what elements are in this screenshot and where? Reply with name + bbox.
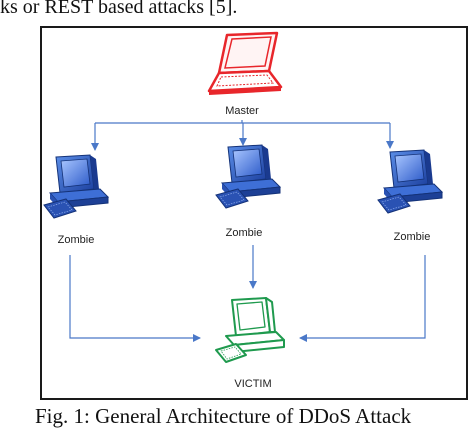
arrow-right-zombie-to-victim bbox=[299, 255, 426, 342]
preceding-text-fragment: ks or REST based attacks [5]. bbox=[0, 0, 238, 18]
zombie-center-label: Zombie bbox=[226, 227, 263, 239]
victim-label: VICTIM bbox=[234, 378, 271, 390]
zombie-left-label: Zombie bbox=[58, 234, 95, 246]
figure-caption: Fig. 1: General Architecture of DDoS Att… bbox=[35, 404, 412, 428]
master-label: Master bbox=[225, 105, 259, 117]
master-laptop-icon bbox=[207, 31, 283, 95]
zombie-left-computer-icon bbox=[43, 154, 109, 219]
zombie-right-computer-icon bbox=[377, 149, 443, 214]
victim-computer-icon bbox=[215, 297, 285, 363]
zombie-center-computer-icon bbox=[215, 144, 281, 209]
connection-arrows bbox=[69, 120, 426, 342]
diagram-frame bbox=[40, 26, 468, 400]
arrow-left-zombie-to-victim bbox=[69, 255, 201, 342]
zombie-right-label: Zombie bbox=[394, 231, 431, 243]
